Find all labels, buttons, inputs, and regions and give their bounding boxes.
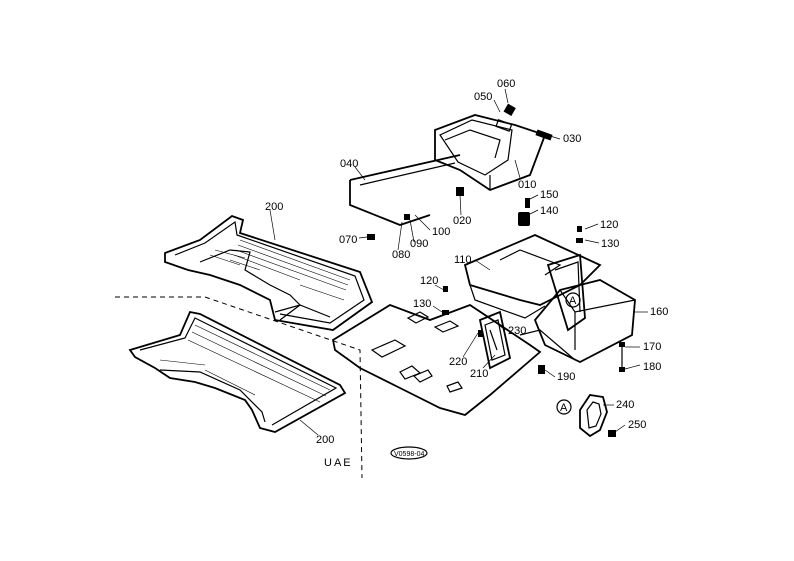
label-190: 190 [557,371,575,383]
label-110: 110 [454,254,472,266]
label-100: 100 [432,226,450,238]
label-230: 230 [508,325,526,337]
label-040: 040 [340,158,358,170]
battery-box [349,103,553,226]
ref-a-bracket: A [569,295,577,307]
label-200-lower: 200 [316,434,334,446]
label-020: 020 [453,215,471,227]
region-label: UAE [324,457,353,469]
floor-mat-upper [164,214,374,331]
label-010: 010 [518,179,536,191]
label-030: 030 [563,133,581,145]
label-170: 170 [643,341,661,353]
label-150: 150 [540,189,558,201]
ref-a-handle: A [560,402,568,414]
label-220: 220 [449,356,467,368]
label-060: 060 [497,78,515,90]
reference-marker-a-handle: A [556,399,572,415]
label-240: 240 [616,399,634,411]
leader-lines [269,88,648,436]
label-210: 210 [470,368,488,380]
label-200-upper: 200 [265,201,283,213]
label-080: 080 [392,249,410,261]
bracket-box [519,253,636,364]
part-labels: 010 020 030 040 050 060 070 080 090 100 … [265,78,668,446]
label-120-right: 120 [600,219,618,231]
label-070: 070 [339,234,357,246]
floor-mat-lower [128,310,347,433]
label-090: 090 [410,238,428,250]
reference-marker-a-diagram: A [569,295,577,307]
drawing-number: V0598-04 [394,451,424,458]
floor-plate [331,303,542,416]
label-140: 140 [540,205,558,217]
grab-handle [579,394,616,438]
bolts-120-130 [367,214,583,315]
label-120-left: 120 [420,275,438,287]
mount-plate [463,198,602,319]
bolts-170-180 [619,342,625,372]
region-divider [115,296,363,479]
label-250: 250 [628,419,646,431]
label-130-left: 130 [413,298,431,310]
lever-bracket [478,310,545,374]
label-160: 160 [650,306,668,318]
label-130-right: 130 [601,238,619,250]
label-050: 050 [474,91,492,103]
label-180: 180 [643,361,661,373]
drawing-number-stamp: V0598-04 [390,446,428,460]
